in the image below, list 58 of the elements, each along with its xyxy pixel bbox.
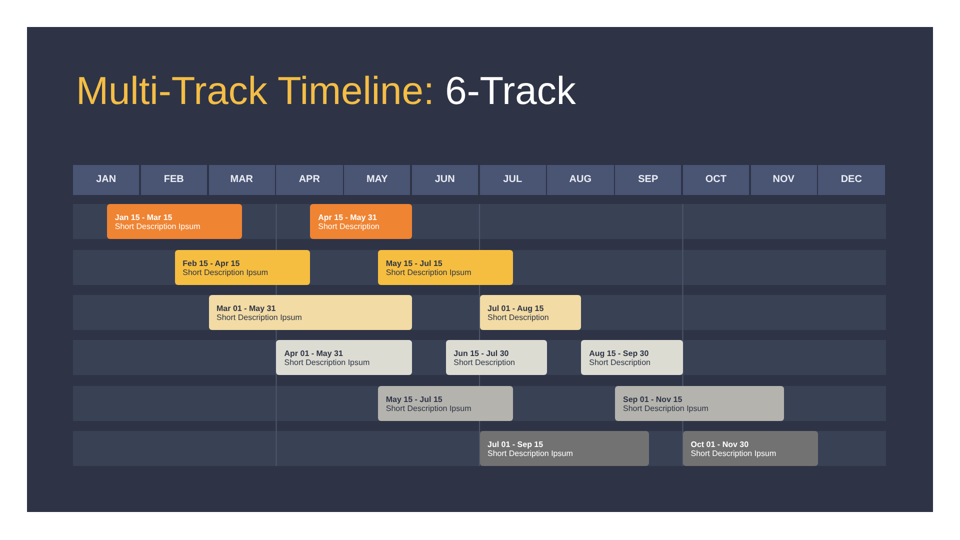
bar-description: Short Description Ipsum [182, 268, 268, 277]
month-header: SEP [615, 165, 682, 195]
month-header: JUL [480, 165, 546, 195]
month-header: JAN [73, 165, 140, 195]
month-header: DEC [818, 165, 884, 195]
bar-description: Short Description [589, 358, 650, 367]
date-range: Jan 15 - Mar 15 [114, 214, 172, 222]
date-range: Apr 01 - May 31 [284, 350, 343, 358]
date-range: Jun 15 - Jul 30 [454, 350, 509, 358]
timeline-bar [310, 204, 412, 239]
date-range: May 15 - Jul 15 [386, 260, 442, 268]
bar-description: Short Description Ipsum [216, 313, 302, 322]
timeline-bar [378, 250, 514, 285]
timeline-bar [378, 386, 514, 421]
date-range: Jul 01 - Sep 15 [488, 441, 544, 449]
timeline-bar [480, 431, 649, 466]
timeline-bar [208, 295, 412, 330]
bar-description: Short Description [488, 313, 549, 322]
month-header: FEB [140, 165, 207, 195]
bar-description: Short Description Ipsum [623, 404, 708, 413]
slide-title: Multi-Track Timeline: 6-Track [76, 70, 576, 114]
month-header: AUG [547, 165, 614, 195]
bar-description: Short Description [454, 358, 515, 367]
date-range: Apr 15 - May 31 [318, 214, 377, 222]
track-band [73, 295, 886, 330]
date-range: Aug 15 - Sep 30 [589, 350, 649, 358]
date-range: May 15 - Jul 15 [386, 396, 442, 404]
month-header: MAR [208, 165, 275, 195]
bar-description: Short Description Ipsum [114, 222, 200, 231]
month-header: APR [276, 165, 342, 195]
month-header: JUN [412, 165, 478, 195]
bar-description: Short Description Ipsum [386, 268, 472, 277]
timeline-bar [446, 340, 548, 375]
timeline-bar [480, 295, 582, 330]
timeline-bar [174, 250, 310, 285]
date-range: Mar 01 - May 31 [216, 305, 276, 313]
timeline-bar [581, 340, 683, 375]
bar-description: Short Description Ipsum [284, 358, 370, 367]
timeline-bar [276, 340, 412, 375]
track-band [73, 431, 886, 466]
track-band [73, 340, 886, 375]
bar-description: Short Description Ipsum [690, 449, 776, 458]
date-range: Sep 01 - Nov 15 [623, 396, 682, 404]
bar-description: Short Description Ipsum [386, 404, 472, 413]
timeline-bar [615, 386, 784, 421]
timeline-bar [106, 204, 242, 239]
date-range: Jul 01 - Aug 15 [488, 305, 544, 313]
date-range: Oct 01 - Nov 30 [690, 441, 749, 449]
timeline-bar [682, 431, 818, 466]
month-header: NOV [750, 165, 817, 195]
track-band [73, 250, 886, 285]
track-band [73, 204, 886, 239]
month-header: OCT [682, 165, 749, 195]
bar-description: Short Description [318, 222, 380, 231]
month-header: MAY [344, 165, 410, 195]
date-range: Feb 15 - Apr 15 [182, 260, 240, 268]
track-band [73, 386, 886, 421]
bar-description: Short Description Ipsum [488, 449, 573, 458]
